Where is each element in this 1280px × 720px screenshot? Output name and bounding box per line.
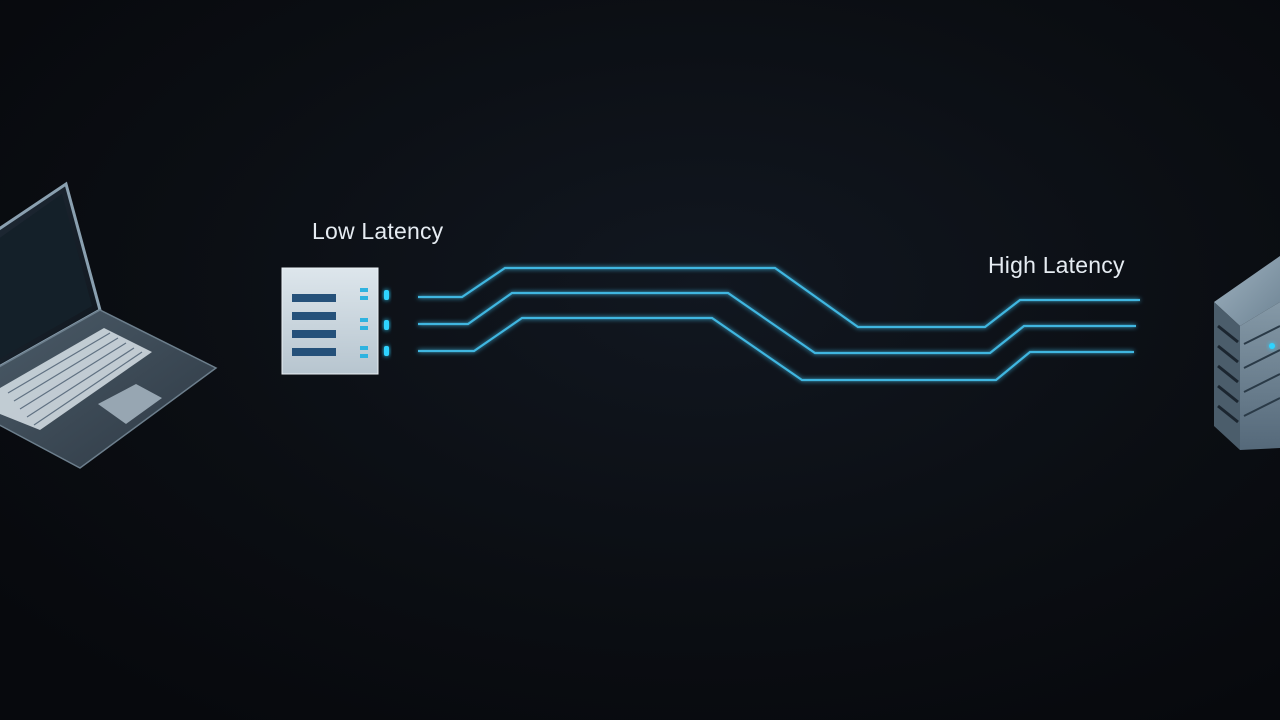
route-2 xyxy=(418,291,1136,355)
status-led xyxy=(384,346,389,356)
route-3 xyxy=(418,316,1134,382)
high-latency-label: High Latency xyxy=(988,252,1125,278)
connection-lines xyxy=(418,266,1140,382)
datacenter-server-icon xyxy=(1214,256,1280,450)
laptop-icon xyxy=(0,181,218,469)
status-led xyxy=(384,320,389,330)
status-led xyxy=(384,290,389,300)
edge-server-icon xyxy=(281,267,389,375)
low-latency-label: Low Latency xyxy=(312,218,444,244)
route-1 xyxy=(418,266,1140,329)
